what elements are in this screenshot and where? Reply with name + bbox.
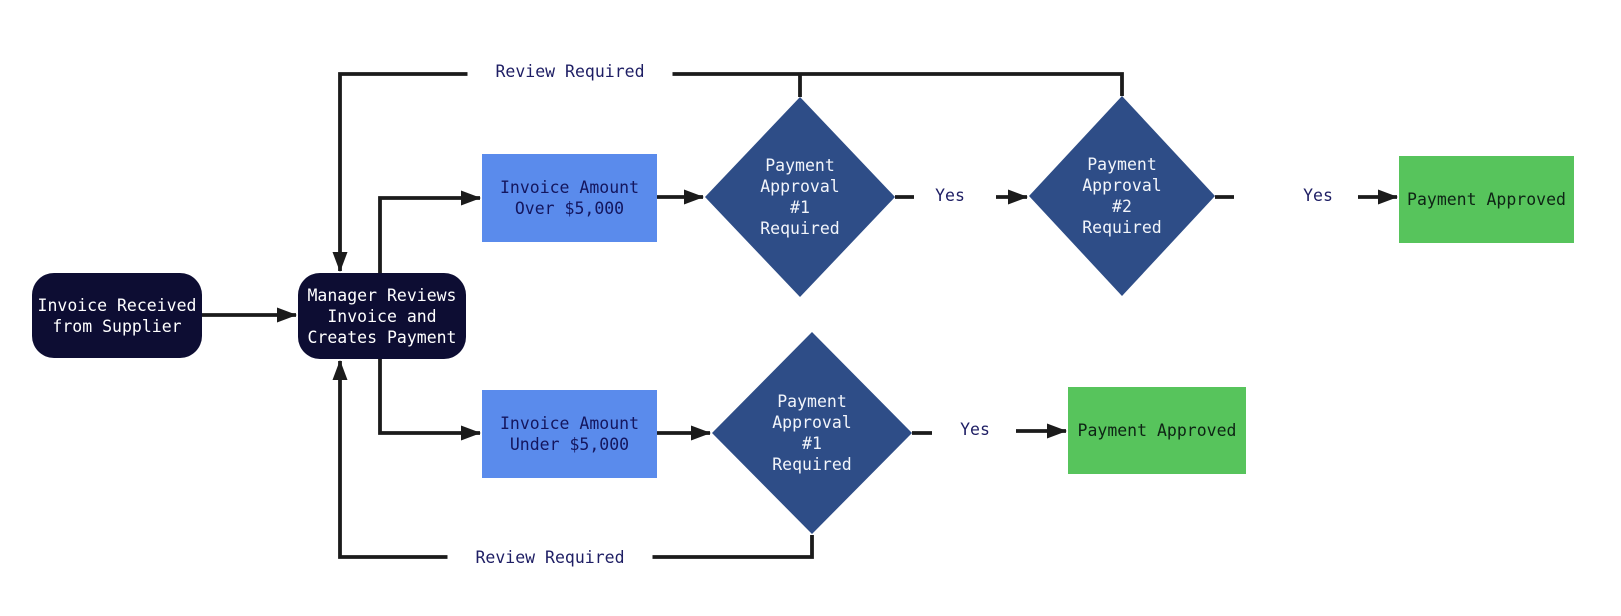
node-payment-approved-bottom: Payment Approved: [1068, 387, 1246, 474]
edge-review-top-loop: [332, 72, 1124, 272]
edge-label-yes-3: Yes: [960, 420, 990, 439]
edge-label-review-required-bottom: Review Required: [447, 546, 653, 570]
node-invoice-amount-under: Invoice Amount Under $5,000: [482, 390, 657, 478]
edge-label-yes-1: Yes: [935, 186, 965, 205]
node-manager-reviews: Manager Reviews Invoice and Creates Paym…: [298, 273, 466, 359]
edge-label-review-required-top: Review Required: [467, 60, 673, 84]
edge-manager-to-under: [378, 359, 481, 441]
node-invoice-amount-over: Invoice Amount Over $5,000: [482, 154, 657, 242]
edge-label-yes-2: Yes: [1303, 186, 1333, 205]
node-payment-approved-top: Payment Approved: [1399, 156, 1574, 243]
edge-manager-to-over: [378, 190, 481, 273]
node-invoice-received: Invoice Received from Supplier: [32, 273, 202, 358]
